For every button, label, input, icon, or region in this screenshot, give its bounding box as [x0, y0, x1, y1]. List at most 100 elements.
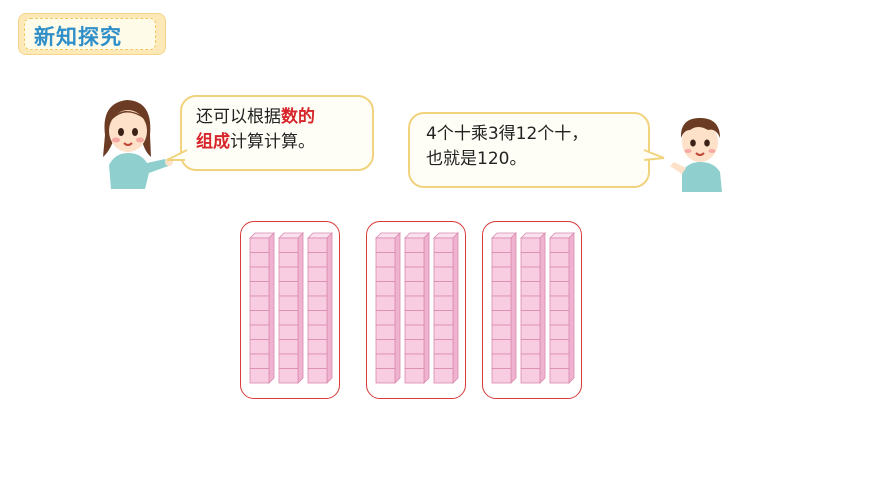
girl-text-plain-1: 还可以根据 [196, 107, 281, 127]
unit-cube [375, 266, 396, 282]
banner-inner [24, 18, 156, 50]
unit-cube [307, 353, 328, 369]
unit-cube [249, 368, 270, 384]
unit-cube [491, 339, 512, 355]
unit-cube [549, 310, 570, 326]
tens-rod [404, 232, 430, 384]
unit-cube [249, 324, 270, 340]
unit-cube [307, 281, 328, 297]
unit-cube [404, 324, 425, 340]
unit-cube [404, 310, 425, 326]
unit-cube [491, 353, 512, 369]
section-title: 新知探究 [34, 25, 122, 49]
unit-cube [307, 310, 328, 326]
boy-speech-line-2: 也就是120。 [426, 149, 527, 169]
girl-speech-text: 还可以根据数的 组成计算计算。 [196, 105, 366, 155]
unit-cube [278, 324, 299, 340]
tens-rod [520, 232, 546, 384]
unit-cube [375, 353, 396, 369]
boy-avatar [670, 118, 722, 192]
unit-cube [433, 353, 454, 369]
unit-cube [249, 339, 270, 355]
unit-cube [404, 339, 425, 355]
girl-speech-bubble [180, 95, 374, 171]
tens-rod [307, 232, 333, 384]
unit-cube [520, 281, 541, 297]
unit-cube [491, 281, 512, 297]
unit-cube [278, 310, 299, 326]
unit-cube [278, 252, 299, 268]
unit-cube [249, 281, 270, 297]
unit-cube [520, 368, 541, 384]
unit-cube [249, 295, 270, 311]
unit-cube [278, 237, 299, 253]
unit-cube [520, 339, 541, 355]
tens-rod [491, 232, 517, 384]
unit-cube [249, 310, 270, 326]
unit-cube [433, 281, 454, 297]
unit-cube [307, 324, 328, 340]
boy-speech-text: 4个十乘3得12个十， 也就是120。 [426, 122, 646, 172]
section-banner: 新知探究 [18, 13, 166, 57]
unit-cube [549, 295, 570, 311]
unit-cube [491, 324, 512, 340]
unit-cube [375, 368, 396, 384]
unit-cube [375, 252, 396, 268]
unit-cube [433, 237, 454, 253]
unit-cube [549, 353, 570, 369]
unit-cube [433, 295, 454, 311]
unit-cube [307, 339, 328, 355]
unit-cube [307, 237, 328, 253]
unit-cube [307, 266, 328, 282]
unit-cube [491, 252, 512, 268]
unit-cube [549, 281, 570, 297]
girl-speech-line-1: 还可以根据数的 [196, 105, 366, 130]
unit-cube [520, 324, 541, 340]
unit-cube [491, 295, 512, 311]
unit-cube [520, 237, 541, 253]
unit-cube [520, 252, 541, 268]
boy-speech-bubble [408, 112, 650, 188]
unit-cube [549, 324, 570, 340]
tens-rod [278, 232, 304, 384]
unit-cube [433, 252, 454, 268]
unit-cube [520, 266, 541, 282]
unit-cube [549, 266, 570, 282]
unit-cube [278, 266, 299, 282]
unit-cube [549, 252, 570, 268]
unit-cube [491, 310, 512, 326]
unit-cube [375, 295, 396, 311]
unit-cube [307, 295, 328, 311]
unit-cube [249, 266, 270, 282]
unit-cube [375, 237, 396, 253]
unit-cube [375, 281, 396, 297]
unit-cube [520, 310, 541, 326]
boy-speech-line-1: 4个十乘3得12个十， [426, 124, 589, 144]
unit-cube [307, 368, 328, 384]
unit-cube [375, 339, 396, 355]
girl-text-plain-2: 计算计算。 [230, 132, 315, 152]
tens-rod [433, 232, 459, 384]
tens-rod [249, 232, 275, 384]
unit-cube [520, 353, 541, 369]
unit-cube [549, 339, 570, 355]
tens-rod [549, 232, 575, 384]
unit-cube [433, 266, 454, 282]
unit-cube [491, 266, 512, 282]
unit-cube [520, 295, 541, 311]
unit-cube [278, 339, 299, 355]
girl-avatar [103, 100, 173, 189]
unit-cube [278, 368, 299, 384]
girl-speech-line-2: 组成计算计算。 [196, 130, 366, 155]
unit-cube [433, 324, 454, 340]
unit-cube [404, 266, 425, 282]
unit-cube [404, 353, 425, 369]
girl-text-highlight-2: 组成 [196, 132, 230, 152]
unit-cube [404, 237, 425, 253]
unit-cube [249, 237, 270, 253]
unit-cube [375, 310, 396, 326]
unit-cube [307, 252, 328, 268]
unit-cube [404, 281, 425, 297]
girl-text-highlight-1: 数的 [281, 107, 315, 127]
